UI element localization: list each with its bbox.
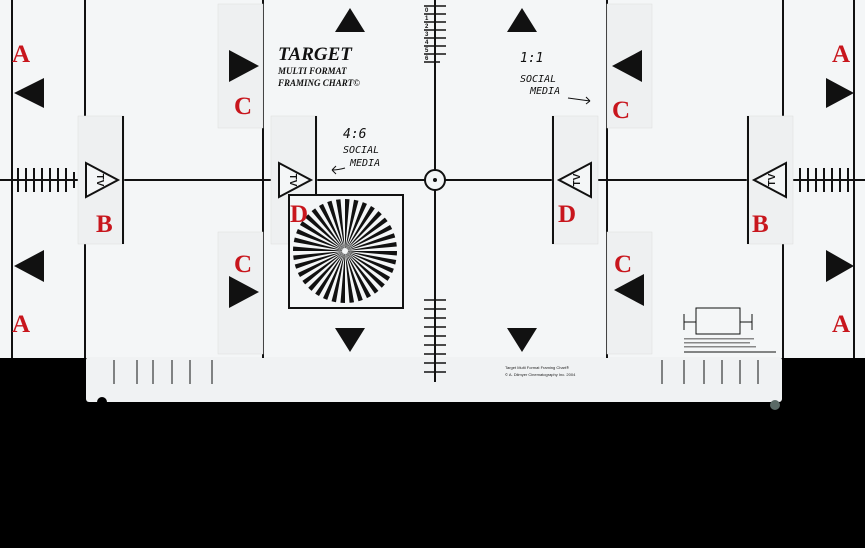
star-spoke [345,251,363,302]
tv-label-b-right: TV [767,173,778,186]
star-spoke [345,251,397,256]
frame-diagram-caption [684,338,756,348]
left-side-ruler [17,168,75,192]
c-card-top-left [217,3,264,129]
star-spoke [294,251,345,269]
star-spoke [345,199,359,251]
star-spoke [345,251,397,265]
star-spoke [345,251,385,288]
handwritten-note-right: MEDIA [529,86,560,97]
b-card-right [746,115,794,245]
handwritten-note-right: SOCIAL [520,74,556,85]
side-a-triangles [14,78,854,282]
center-triangles [335,8,537,352]
frame-diagram [683,307,776,353]
handwritten-note-left: MEDIA [349,158,380,169]
label-b: B [752,211,769,238]
star-spoke [340,251,345,303]
b-card-left [77,115,125,245]
star-spoke [297,251,345,277]
ruler-number: 3 [425,32,429,38]
ruler-number: 2 [425,24,429,30]
label-c: C [234,251,252,278]
strip-pin-right [770,400,780,410]
center-dot [433,178,437,182]
tv-label-d-right: TV [572,173,583,186]
star-center [342,248,348,254]
chart-subtitle: MULTI FORMAT [277,66,347,76]
label-c: C [612,97,630,124]
label-b: B [96,211,113,238]
c-card-top-right [606,3,653,129]
star-spoke [345,241,397,251]
star-spoke [319,203,345,251]
star-spoke [345,211,382,251]
star-spoke [345,251,391,281]
star-spoke [293,251,345,261]
label-a: A [832,311,850,338]
ruler-number: 6 [425,56,429,62]
d-card-right [551,115,599,245]
star-spoke [335,199,345,251]
c-card-bottom-right [606,231,653,355]
label-c: C [234,93,252,120]
c-card-bottom-left [217,231,264,355]
ruler-number: 1 [425,16,429,22]
label-d: D [558,201,576,228]
strip-hole-left [97,397,107,407]
ruler-number: 0 [425,8,429,14]
strip-tick-marks [113,360,759,384]
star-spoke [345,202,367,251]
label-a: A [12,311,30,338]
tv-label-b-left: TV [94,174,105,187]
star-spoke [345,217,388,251]
handwritten-arrow-left [331,165,346,175]
star-spoke [345,225,393,251]
star-spoke [345,251,379,294]
handwritten-ratio-right: 1:1 [520,51,543,66]
star-spoke [345,205,375,251]
footer-line-1: Target Multi Format Framing Chart® [505,365,569,370]
top-center-ruler [424,5,446,63]
star-spoke [345,251,355,303]
star-spoke [308,251,345,291]
bottom-center-ruler [424,299,446,373]
chart-title: TARGET [278,44,353,65]
star-spoke [305,214,345,251]
star-spoke [345,251,394,273]
star-spoke [331,251,345,303]
siemens-star-target [288,194,404,309]
handwritten-note-left: SOCIAL [343,145,379,156]
label-a: A [832,41,850,68]
star-spoke [299,221,345,251]
label-d: D [290,201,308,228]
star-spoke [302,251,345,285]
star-spoke [311,208,345,251]
label-a: A [12,41,30,68]
right-side-ruler [799,168,849,192]
star-spoke [296,229,345,251]
ruler-number: 5 [425,48,429,54]
star-spoke [293,237,345,251]
ruler-number: 4 [425,40,429,46]
tv-label-d-left: TV [287,174,298,187]
chart-subtitle: FRAMING CHART© [277,78,360,88]
star-spoke [315,251,345,297]
star-spoke [345,233,396,251]
star-spoke [345,199,350,251]
star-spoke [327,200,345,251]
footer-line-2: © A. Dilmyer Cinematography Inc. 2004 [505,372,576,377]
handwritten-ratio-left: 4:6 [343,127,367,142]
star-spoke [323,251,345,300]
star-spoke [293,246,345,251]
label-c: C [614,251,632,278]
star-spoke [345,251,371,299]
handwritten-arrow-right [567,96,591,105]
